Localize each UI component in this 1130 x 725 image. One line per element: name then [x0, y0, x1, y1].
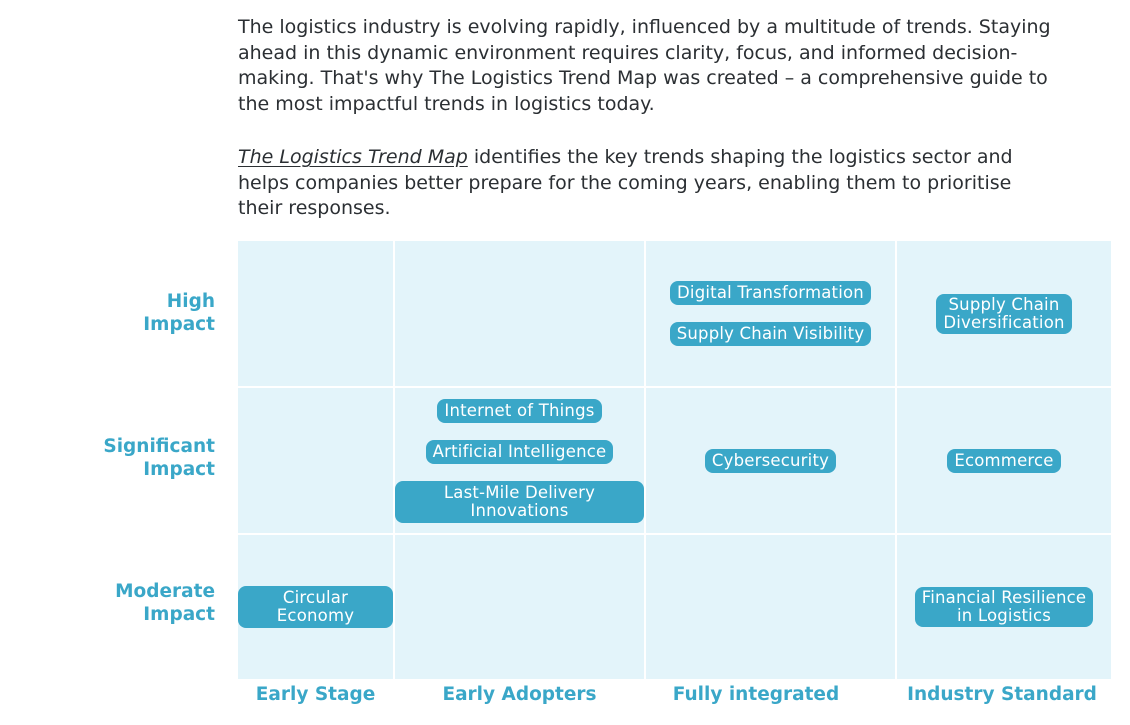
cell-significant-early-adopters: Internet of Things Artificial Intelligen… [395, 388, 644, 533]
trend-tag[interactable]: Last-Mile Delivery Innovations [395, 480, 644, 523]
trend-map-description: The Logistics Trend Map identifies the k… [238, 145, 1058, 222]
col-label-early-stage: Early Stage [255, 684, 376, 705]
cell-moderate-fully-integrated [646, 535, 895, 679]
cell-moderate-early-adopters [395, 535, 644, 679]
trend-map-description-text: identifies the key trends shaping the lo… [238, 146, 1013, 220]
trend-tag[interactable]: Digital Transformation [670, 281, 871, 305]
trend-tag[interactable]: Circular Economy [238, 586, 393, 628]
row-label-moderate-impact: Moderate Impact [115, 581, 215, 625]
trend-tag[interactable]: Ecommerce [947, 448, 1061, 473]
row-label-significant-impact: Significant Impact [103, 436, 215, 480]
col-label-fully-integrated: Fully integrated [672, 684, 840, 705]
cell-significant-early-stage [238, 388, 393, 533]
trend-tag[interactable]: Supply Chain Visibility [669, 322, 872, 346]
cell-high-industry-standard: Supply Chain Diversification [897, 241, 1111, 386]
row-label-high-impact: High Impact [143, 291, 215, 335]
trend-map-title-link[interactable]: The Logistics Trend Map [238, 146, 468, 168]
trend-tag[interactable]: Supply Chain Diversification [936, 293, 1072, 334]
intro-paragraph: The logistics industry is evolving rapid… [238, 16, 1051, 116]
trend-tag[interactable]: Cybersecurity [704, 448, 837, 473]
cell-moderate-industry-standard: Financial Resilience in Logistics [897, 535, 1111, 679]
trend-matrix: Digital Transformation Supply Chain Visi… [238, 241, 1111, 679]
col-label-early-adopters: Early Adopters [442, 684, 597, 705]
col-label-industry-standard: Industry Standard [907, 684, 1097, 705]
trend-tag[interactable]: Financial Resilience in Logistics [914, 587, 1094, 627]
cell-high-fully-integrated: Digital Transformation Supply Chain Visi… [646, 241, 895, 386]
trend-tag[interactable]: Artificial Intelligence [425, 439, 614, 464]
cell-high-early-adopters [395, 241, 644, 386]
cell-moderate-early-stage: Circular Economy [238, 535, 393, 679]
cell-high-early-stage [238, 241, 393, 386]
trend-tag[interactable]: Internet of Things [437, 398, 602, 423]
cell-significant-fully-integrated: Cybersecurity [646, 388, 895, 533]
cell-significant-industry-standard: Ecommerce [897, 388, 1111, 533]
